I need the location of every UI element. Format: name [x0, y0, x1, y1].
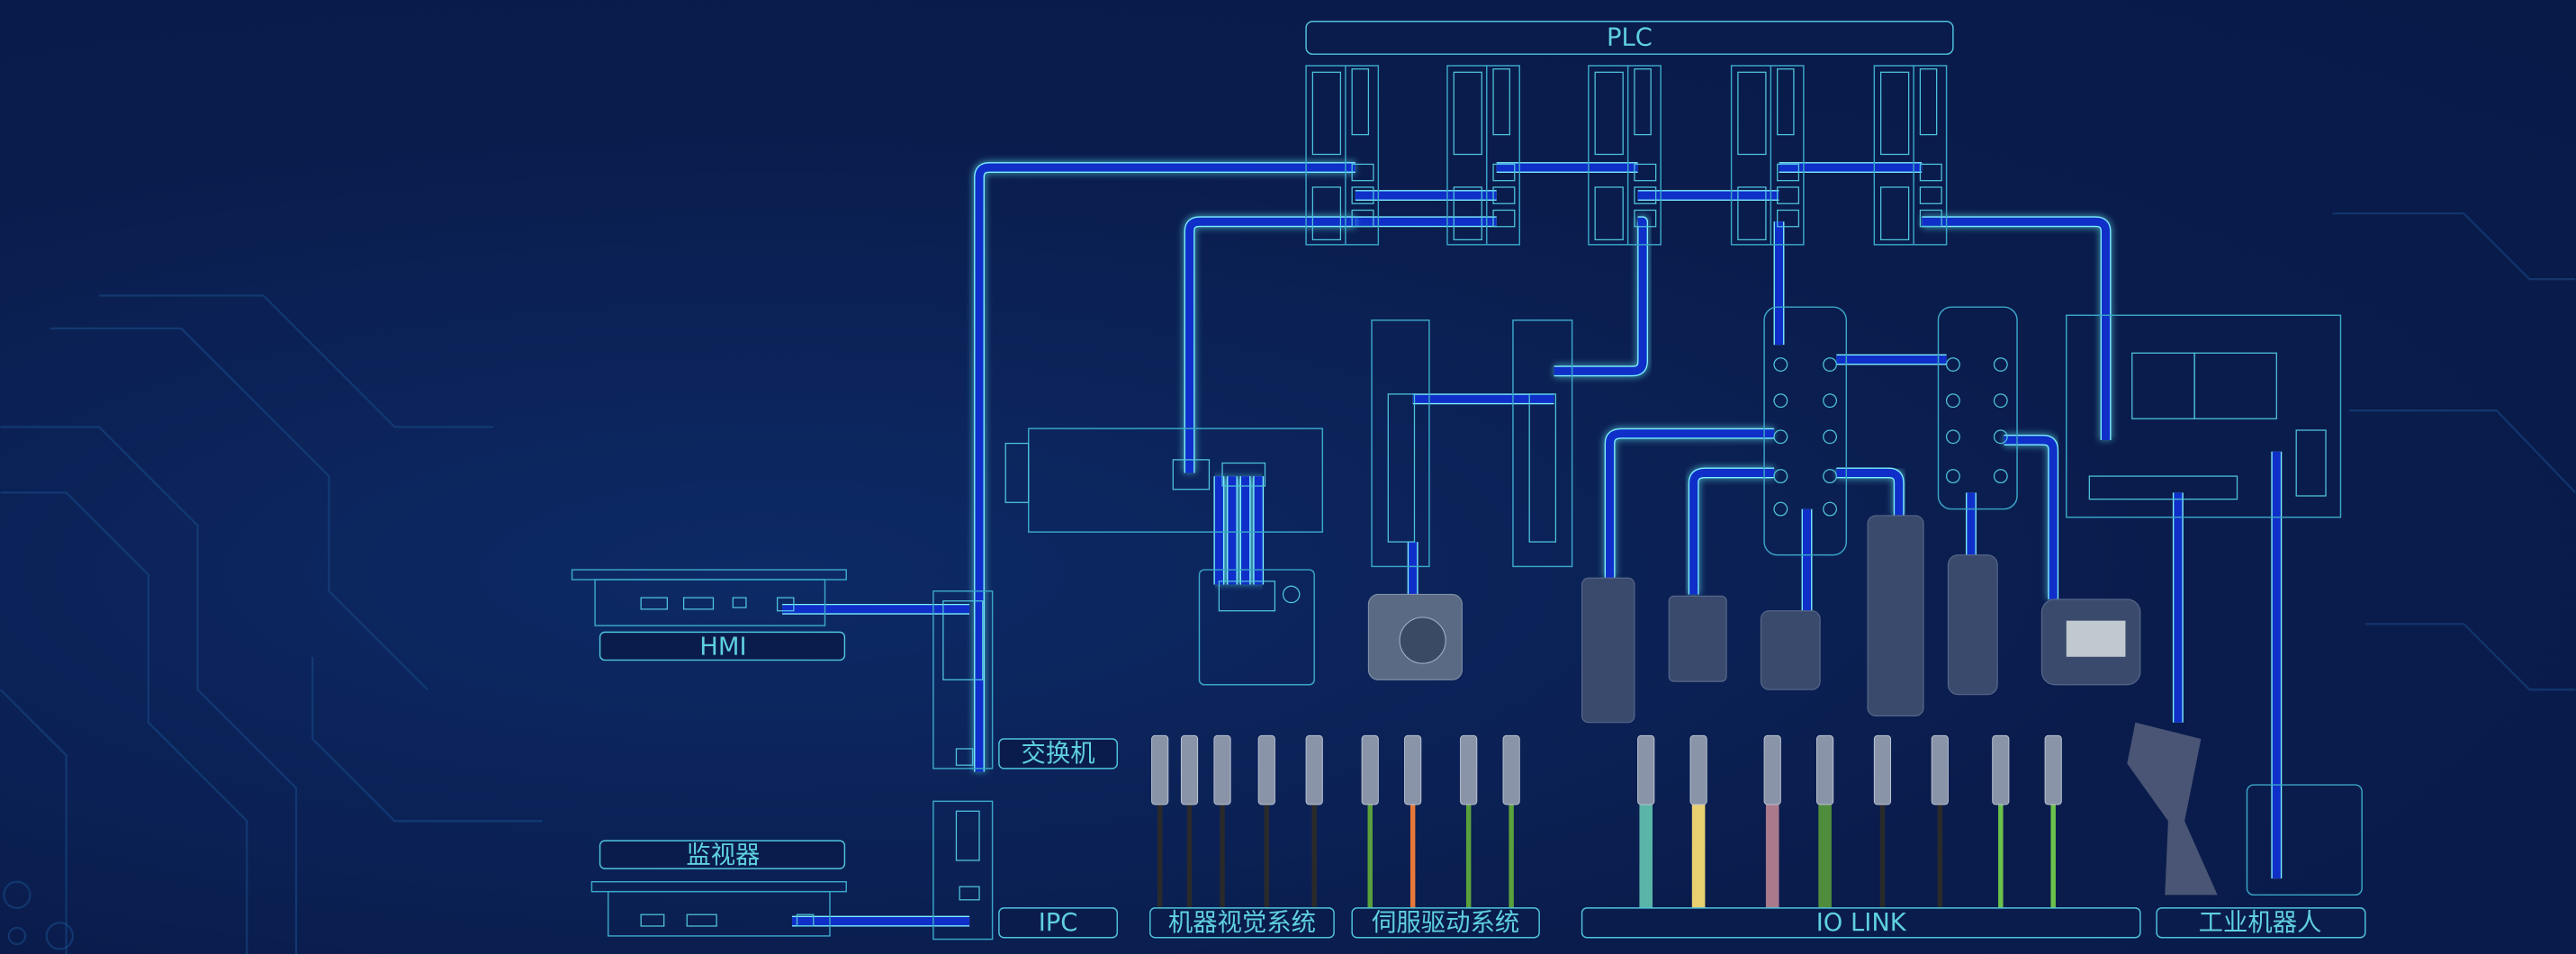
io-port: [1773, 501, 1788, 517]
io-port: [1945, 393, 1960, 409]
robot-controller: [2066, 314, 2363, 896]
io-port: [1945, 357, 1960, 372]
cable: [1212, 476, 1265, 585]
cable-sample: [1213, 734, 1231, 908]
cable: [1922, 215, 2112, 440]
plc-module: [1730, 65, 1805, 246]
ipc-label: IPC: [1039, 909, 1078, 937]
io-port: [1993, 357, 2008, 372]
io-port: [1945, 469, 1960, 484]
plc-module: [1305, 65, 1380, 246]
hmi-label: HMI: [699, 633, 746, 661]
cable-sample: [2044, 734, 2062, 908]
cable-sample: [1151, 734, 1169, 908]
switch-label: 交换机: [1022, 740, 1095, 768]
cable-sample: [1992, 734, 2010, 908]
io-port: [1773, 357, 1788, 372]
io-port: [1823, 393, 1838, 409]
background-circuit-traces: [0, 212, 2576, 954]
io-port: [1773, 429, 1788, 445]
io-port: [1823, 429, 1838, 445]
io-link-masters: [1763, 306, 2018, 556]
io-port: [1773, 393, 1788, 409]
cable-sample: [1763, 734, 1781, 908]
cable-sample: [1180, 734, 1199, 908]
label-robot: 工业机器人: [2156, 907, 2366, 939]
label-ipc: IPC: [998, 907, 1118, 939]
label-hmi: HMI: [599, 631, 846, 661]
cable-sample: [1502, 734, 1520, 908]
label-plc: PLC: [1305, 20, 1954, 55]
monitor-device: [590, 880, 847, 937]
network-cables: [782, 160, 2283, 928]
cable-sample: [1816, 734, 1834, 908]
label-servo: 伺服驱动系统: [1351, 907, 1540, 939]
monitor-label: 监视器: [686, 842, 760, 869]
cable-samples: [1151, 734, 2062, 908]
io-port: [1823, 469, 1838, 484]
iolink-label: IO LINK: [1816, 909, 1907, 937]
cable-sample: [1460, 734, 1478, 908]
vision-camera: [1004, 428, 1324, 686]
cable-sample: [1873, 734, 1892, 908]
cable: [1603, 427, 1775, 579]
ipc-device: [932, 800, 994, 940]
io-port: [1993, 469, 2008, 484]
switch-device: [932, 590, 994, 770]
robot-label: 工业机器人: [2199, 909, 2322, 937]
hmi-device: [571, 569, 847, 626]
industrial-robot: [2127, 722, 2218, 896]
cable-sample: [1931, 734, 1949, 908]
vision-label: 机器视觉系统: [1168, 909, 1316, 937]
cable-sample: [1689, 734, 1707, 908]
io-port: [1823, 357, 1838, 372]
plc-modules: [1305, 65, 1948, 246]
cable-sample: [1361, 734, 1379, 908]
io-port: [1773, 469, 1788, 484]
plc-module: [1446, 65, 1520, 246]
cable-sample: [1257, 734, 1275, 908]
io-port: [1993, 393, 2008, 409]
cable: [1836, 466, 1905, 516]
cable: [972, 160, 1356, 772]
io-hub: [1867, 515, 1924, 717]
cable: [1687, 466, 1775, 595]
robot-base-box: [2246, 784, 2363, 896]
cable-sample: [1637, 734, 1655, 908]
label-iolink: IO LINK: [1581, 907, 2141, 939]
servo-label: 伺服驱动系统: [1372, 909, 1519, 937]
io-link-sensors: [1581, 515, 2141, 724]
photo-sensor: [1668, 595, 1727, 682]
io-port: [1993, 429, 2008, 445]
cable-sample: [1305, 734, 1323, 908]
io-port: [1945, 429, 1960, 445]
valve-sensor: [1760, 610, 1821, 690]
plc-label: PLC: [1607, 23, 1653, 51]
cable: [2004, 433, 2060, 599]
plc-module: [1588, 65, 1662, 246]
label-vision: 机器视觉系统: [1149, 907, 1335, 939]
label-switch: 交换机: [998, 738, 1118, 770]
cable-sample: [1404, 734, 1422, 908]
plc-module: [1873, 65, 1948, 246]
pressure-sensor: [1947, 554, 1998, 696]
cable: [1183, 215, 1356, 473]
label-monitor: 监视器: [599, 840, 846, 869]
servo-drives: [1367, 320, 1573, 680]
cable: [1554, 215, 1650, 378]
sensor-module: [1581, 577, 1635, 724]
io-port: [1823, 501, 1838, 517]
